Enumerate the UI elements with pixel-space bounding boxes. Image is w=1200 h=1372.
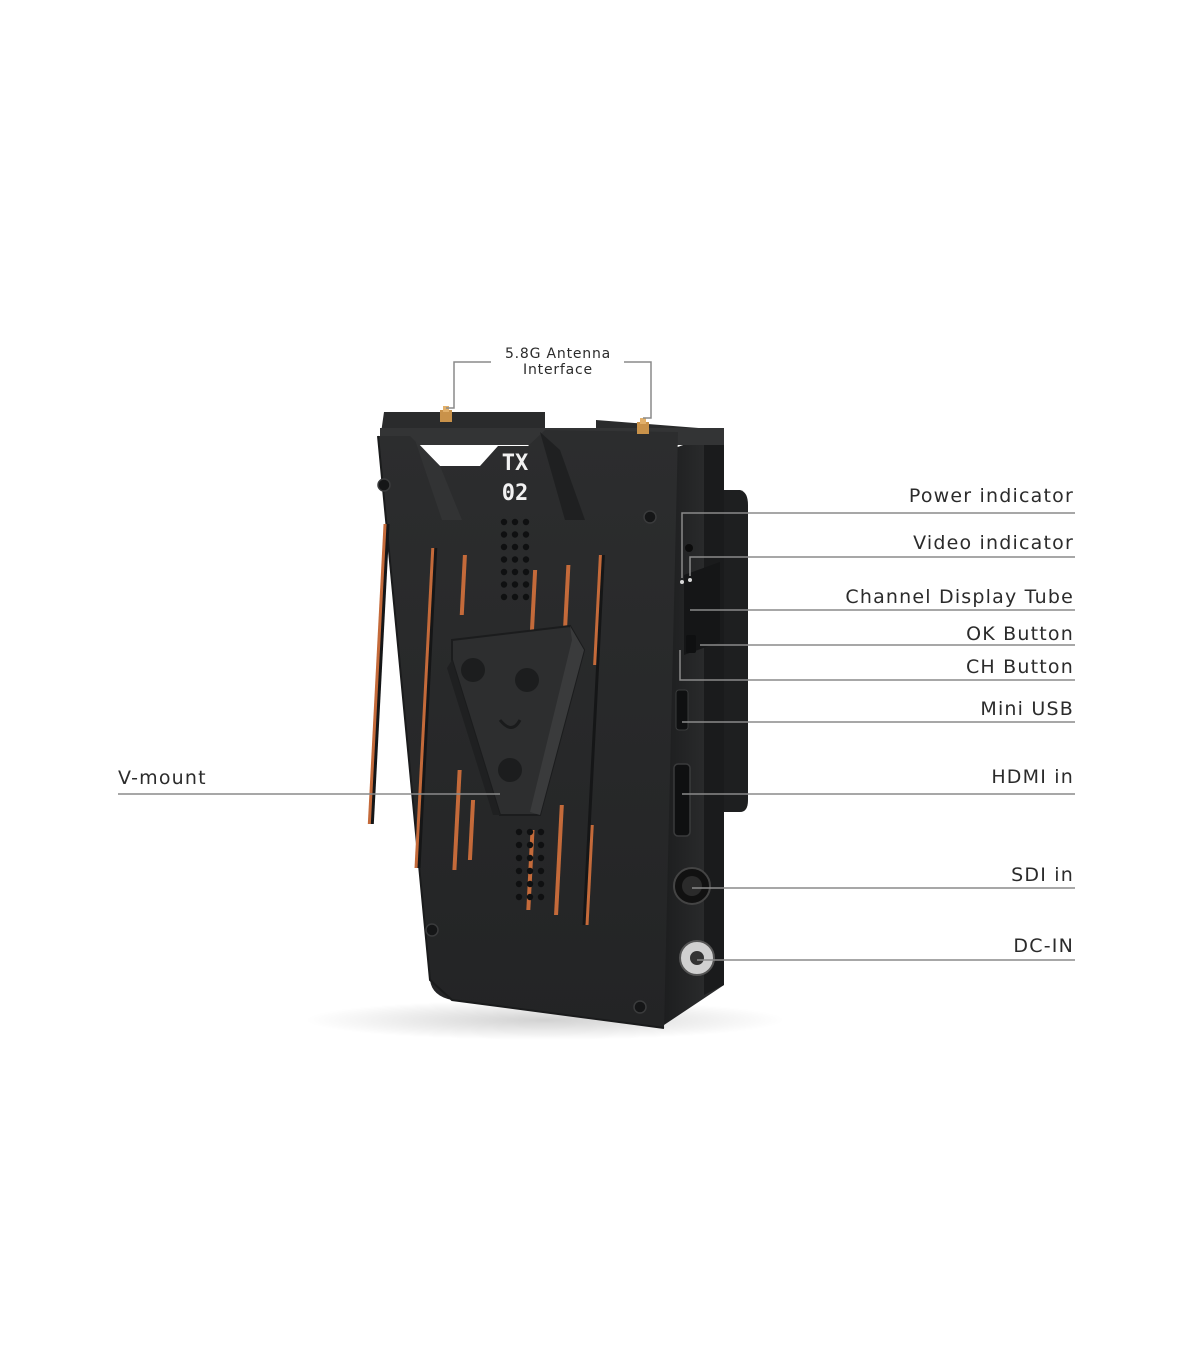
vent-hole [511,518,519,526]
vent-hole [522,593,530,601]
vent-hole [526,854,534,862]
model-logo-line1: TX [502,451,529,476]
vent-hole [515,893,523,901]
leader-lines [118,361,1075,961]
slot-shadows [370,524,605,925]
vent-hole [500,531,508,538]
antenna-connector-left [440,406,452,422]
vent-hole [511,568,519,576]
side-ports [673,544,720,976]
leader-antenna [446,361,491,409]
power-indicator-label: Power indicator [908,485,1074,507]
vent-hole [522,531,530,538]
side-panel-edge [704,430,724,995]
leader-antenna-right [624,361,652,419]
vent-grid-top [500,518,530,601]
vent-hole [511,543,519,551]
vent-hole [500,568,508,576]
hdmi-in-label: HDMI in [991,766,1074,788]
vent-hole [500,593,508,601]
vent-hole [522,518,530,526]
vent-hole [526,828,534,836]
vent-hole [500,556,508,563]
dc-in-label: DC-IN [1013,935,1074,957]
vent-hole [522,581,530,588]
vent-hole [537,867,545,875]
v-mount-plate [447,624,586,816]
vent-hole [511,531,519,538]
vent-hole [511,581,519,588]
vent-hole [537,828,545,836]
rear-housing [722,490,748,812]
vent-hole [500,543,508,551]
vent-hole [537,893,545,901]
vent-hole [526,841,534,849]
vent-hole [537,854,545,862]
vent-hole [515,854,523,862]
leader-power [681,512,1075,578]
vent-hole [522,556,530,563]
mini-usb-label: Mini USB [980,698,1074,720]
vent-hole [515,841,523,849]
vent-hole [526,880,534,888]
channel-display-tube-label: Channel Display Tube [845,586,1074,608]
vent-hole [522,543,530,551]
sdi-in-label: SDI in [1011,864,1074,886]
panel-chamfer-right [540,432,585,520]
leader-video [689,556,1075,576]
antenna-label-line2: Interface [523,362,593,378]
vent-hole [500,518,508,526]
leader-ch [679,650,1075,681]
video-indicator-label: Video indicator [913,532,1074,554]
vent-hole [522,568,530,576]
vent-hole [537,841,545,849]
front-panel-outline [377,435,665,1029]
model-logo-line2: 02 [502,481,529,506]
ok-button-label: OK Button [966,623,1074,645]
vent-hole [526,867,534,875]
antenna-label-line1: 5.8G Antenna [504,346,612,362]
vent-hole [537,880,545,888]
antenna-interface-label: 5.8G Antenna Interface [458,346,658,378]
ch-button-label: CH Button [965,656,1074,678]
vent-hole [526,893,534,901]
vent-hole [511,593,519,601]
panel-chamfer-left [415,440,462,520]
vent-hole [515,880,523,888]
v-mount-label: V-mount [118,767,207,789]
antenna-connector-right [637,418,649,434]
vent-hole [515,828,523,836]
vent-hole [500,581,508,588]
vent-hole [515,867,523,875]
panel-screws [377,478,657,1014]
vent-hole [511,556,519,563]
vent-grid-bottom [515,828,545,901]
